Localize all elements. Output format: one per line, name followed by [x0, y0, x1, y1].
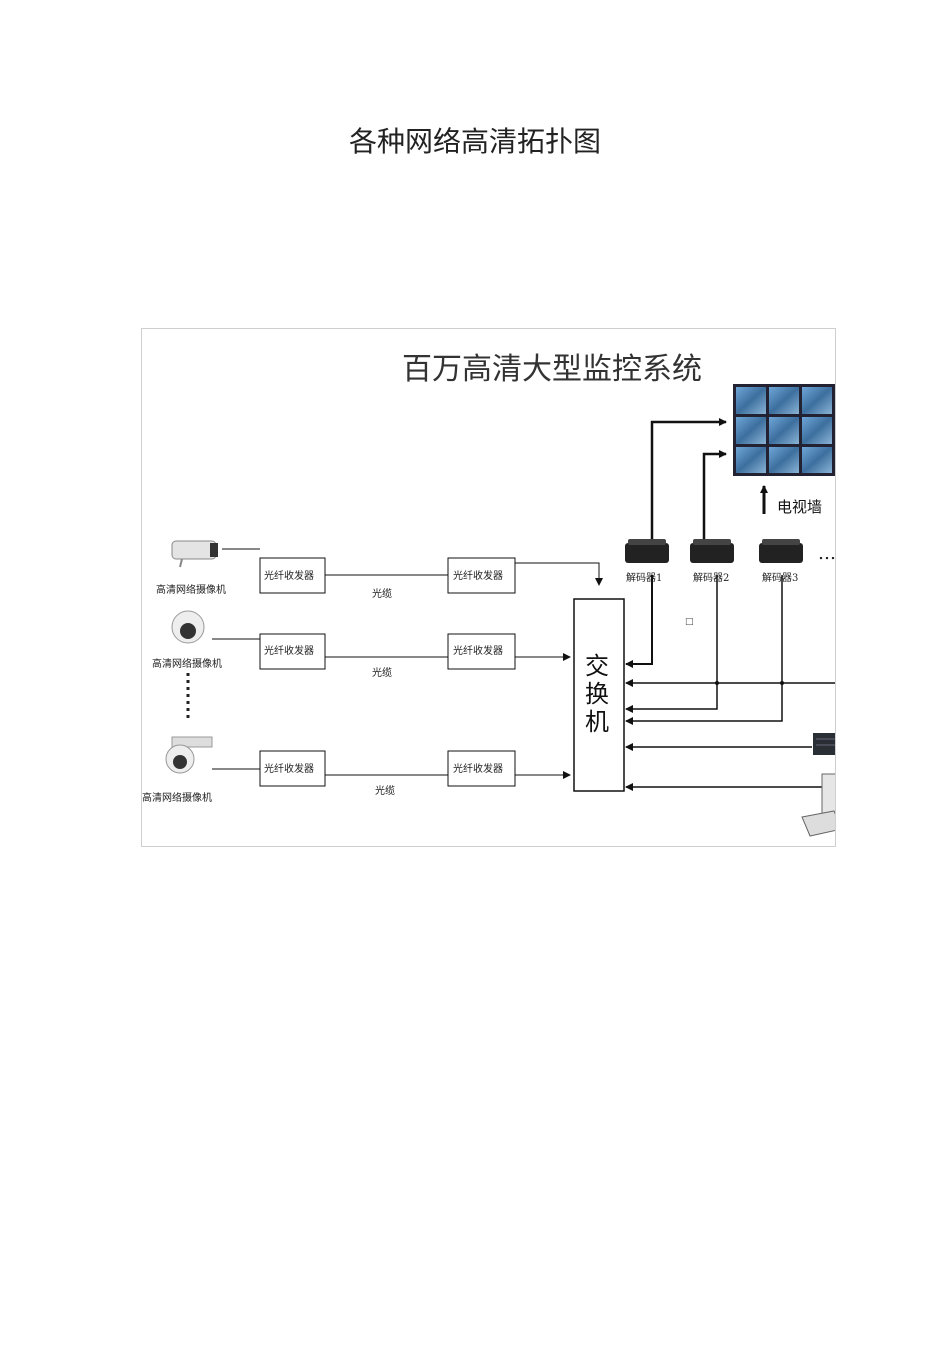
transceiver-2b	[447, 633, 516, 670]
switch-label-2: 换	[585, 680, 609, 708]
ptz-camera-icon	[165, 736, 213, 774]
topology-svg: 百万高清大型监控系统 电视墙 解码器1 解码器2 解码器3 … □ 交 换 机	[142, 352, 835, 837]
tv-wall-label: 电视墙	[777, 498, 822, 516]
decoder2-switch-line	[625, 575, 718, 713]
decoder1-to-wall-line	[650, 418, 727, 539]
cable-2-label: 光缆	[372, 666, 392, 679]
storage-device-icon	[813, 733, 835, 755]
switch-label-1: 交	[585, 652, 609, 680]
decoder-3-label: 解码器3	[762, 571, 798, 584]
transceiver-3b-label: 光纤收发器	[453, 762, 503, 775]
decoder-1	[625, 539, 669, 563]
transceiver-1b	[447, 557, 516, 594]
decoder-ellipsis: …	[818, 543, 835, 564]
decoder-1-label: 解码器1	[626, 571, 662, 584]
transceiver-1a-label: 光纤收发器	[264, 569, 314, 582]
page-title: 各种网络高清拓扑图	[348, 125, 601, 158]
decoder-2-label: 解码器2	[693, 571, 729, 584]
camera-1-label: 高清网络摄像机	[156, 583, 226, 596]
bullet-camera-icon	[171, 540, 218, 568]
transceiver-1a	[259, 557, 326, 594]
decoder3-switch-line	[625, 575, 783, 725]
camera-3-label: 高清网络摄像机	[142, 791, 212, 804]
topology-diagram: 百万高清大型监控系统 电视墙 解码器1 解码器2 解码器3 … □ 交 换 机	[141, 328, 836, 847]
workstation-icon	[801, 773, 835, 837]
switch-box	[573, 598, 625, 792]
transceiver-1b-label: 光纤收发器	[453, 569, 503, 582]
transceiver-2a-label: 光纤收发器	[264, 644, 314, 657]
switch-label-3: 机	[585, 708, 609, 736]
decoder-2	[690, 539, 734, 563]
switch-to-decoder1-line	[625, 575, 653, 668]
decoder2-to-wall-line	[702, 450, 727, 539]
decoder-3	[759, 539, 803, 563]
transceiver-3a-label: 光纤收发器	[264, 762, 314, 775]
dome-camera-icon	[171, 610, 205, 644]
cable-1-label: 光缆	[372, 587, 392, 600]
tv-wall	[733, 384, 835, 476]
camera-2-label: 高清网络摄像机	[152, 657, 222, 670]
transceiver-3a	[259, 750, 326, 787]
diagram-title: 百万高清大型监控系统	[402, 352, 702, 387]
cable-3-label: 光缆	[375, 784, 395, 797]
transceiver-3b	[447, 750, 516, 787]
stray-mark: □	[685, 617, 694, 627]
transceiver-2a	[259, 633, 326, 670]
transceiver-2b-label: 光纤收发器	[453, 644, 503, 657]
row1-to-switch-line	[515, 562, 603, 586]
